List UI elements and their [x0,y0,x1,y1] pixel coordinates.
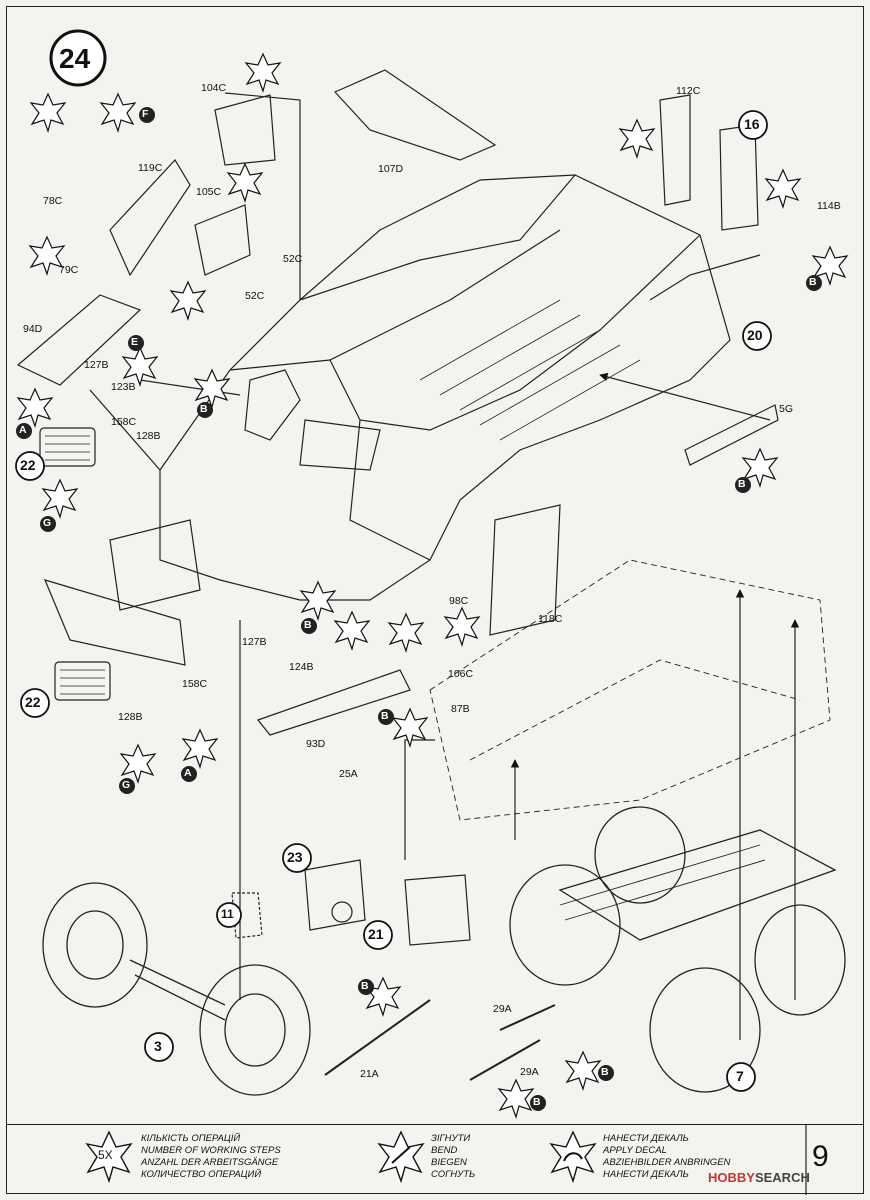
substep-ref: 7 [736,1068,744,1084]
substep-circles [15,110,772,1092]
letter-dots [16,107,822,1111]
hull-body [159,174,731,601]
part-label: 107D [378,163,404,175]
rear-plate-112c [659,94,691,206]
working-steps-text: КІЛЬКІСТЬ ОПЕРАЦІЙ NUMBER OF WORKING STE… [141,1133,281,1180]
plate-94d [16,294,142,386]
count-star-icon [85,1130,133,1184]
decal-star-icon [549,1130,597,1184]
substep-ref: 21 [368,926,384,942]
driveshaft-21a [324,999,431,1076]
part-label: 112C [676,85,701,97]
part-label: 87B [451,703,470,715]
letter-b: B [304,619,312,631]
part-label: 114B [817,200,841,212]
part-label: 128B [136,430,161,442]
letter-a: A [184,767,192,779]
letter-a: A [19,424,27,436]
part-label: 119C [138,162,163,174]
substep-ref: 22 [25,694,41,710]
step-badge [49,29,107,87]
watermark: HOBBYSEARCH [708,1170,810,1185]
roof-panel [333,69,497,161]
part-label: 52C [283,253,303,265]
count-symbol: 5X [98,1148,113,1162]
substep-ref: 22 [20,457,36,473]
plate-93d [257,669,411,736]
step-number: 24 [59,43,91,74]
letter-g: G [43,517,52,529]
hatch-105c [194,204,251,276]
letter-e: E [131,336,139,348]
substep-ref: 3 [154,1038,162,1054]
part-label: 128B [118,711,143,723]
door-118c [489,504,561,636]
chassis-ghost [429,559,831,821]
decal-text: НАНЕСТИ ДЕКАЛЬ APPLY DECAL ABZIEHBILDER … [603,1133,731,1180]
part-label: 78C [43,195,63,207]
part-label: 158C [182,678,208,690]
bend-text: ЗІГНУТИ BEND BIEGEN СОГНУТЬ [431,1133,476,1180]
letter-b: B [361,980,369,992]
part-label: 29A [520,1066,539,1078]
part-label: 5G [779,403,794,415]
substep-ref: 23 [287,849,303,865]
part-label: 104C [201,82,227,94]
letter-f: F [142,108,149,120]
symbol-legend: 5X КІЛЬКІСТЬ ОПЕРАЦІЙ NUMBER OF WORKING … [6,1124,864,1195]
part-label: 158C [111,416,137,428]
page-number: 9 [812,1140,829,1173]
transfer-case-21 [404,874,471,946]
letter-b: B [738,478,746,490]
letter-b: B [601,1066,609,1078]
windshield-left [244,369,301,441]
part-label: 105C [196,186,222,198]
part-label: 29A [493,1003,512,1015]
part-label: 118C [538,613,563,625]
letter-g: G [122,779,131,791]
bracket-5g [684,404,779,466]
substep-ref: 11 [221,907,234,921]
part-label: 79C [59,264,79,276]
door-panel-119c [109,159,191,277]
part-label: 106C [448,668,474,680]
part-label: 127B [84,359,109,371]
part-label: 52C [245,290,265,302]
driveshaft-29a-lower [469,1039,541,1081]
part-label: 21A [360,1068,379,1080]
substep-ref: 20 [747,327,763,343]
letter-b: B [381,710,389,722]
part-label: 123B [111,381,136,393]
instruction-page [6,6,864,1194]
hatch-104c [214,94,276,166]
part-11-ghost [231,892,263,939]
driveshaft-29a-upper [499,1004,556,1031]
part-label: 127B [242,636,267,648]
front-armor-plate [109,519,201,611]
rear-plate-16 [719,124,759,231]
part-label: 25A [339,768,358,780]
part-label: 124B [289,661,314,673]
operation-stars [16,52,849,1119]
letter-b: B [533,1096,541,1108]
part-label: 94D [23,323,43,335]
part-label: 93D [306,738,326,750]
substep-ref: 16 [744,116,760,132]
gearbox-23 [304,859,366,931]
letter-b: B [200,403,208,415]
letter-b: B [809,276,817,288]
bend-star-icon [377,1130,425,1184]
front-axle-assembly [42,882,311,1096]
grille-22-upper [39,427,96,467]
rear-chassis-assembly [509,806,846,1093]
part-label: 98C [449,595,469,607]
windshield-right [299,419,381,471]
grille-22-lower [54,661,111,701]
